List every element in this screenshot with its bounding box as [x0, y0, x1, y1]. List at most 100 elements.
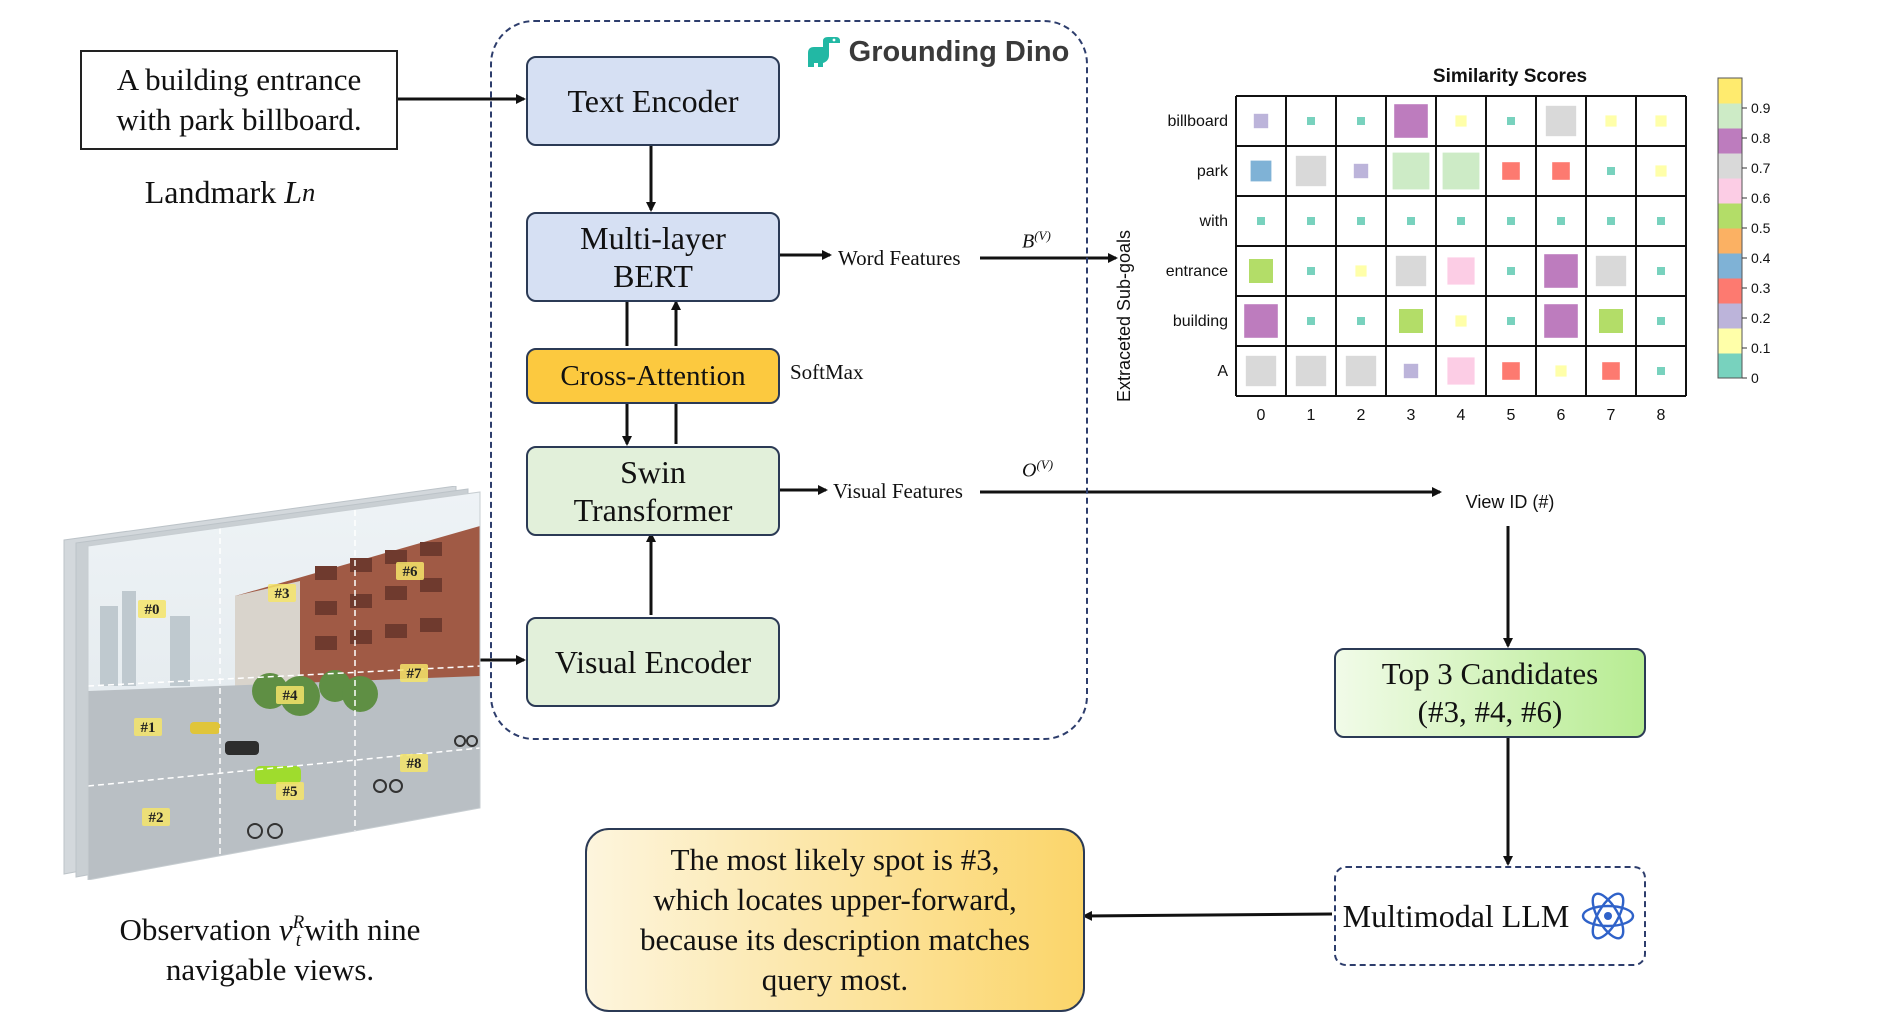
view-tag-label: #4 — [283, 688, 299, 704]
colorbar-segment — [1718, 178, 1742, 204]
dinosaur-icon — [807, 37, 840, 67]
answer-line2: which locates upper-forward, — [653, 882, 1017, 917]
heatmap-cell — [1395, 255, 1427, 287]
landmark-text-line1: A building entrance — [116, 62, 362, 97]
heatmap-cell — [1657, 317, 1665, 325]
colorbar-tick-label: 0.5 — [1751, 220, 1771, 236]
heatmap-cell — [1602, 362, 1620, 380]
y-tick-label: billboard — [1168, 113, 1228, 130]
colorbar-tick-label: 0.1 — [1751, 340, 1771, 356]
multimodal-llm-label: Multimodal LLM — [1342, 897, 1570, 934]
bert-block: Multi-layer BERT — [526, 212, 780, 302]
view-tag-background — [276, 686, 304, 704]
grounding-dino-title: Grounding Dino — [792, 30, 1082, 74]
atom-icon — [1582, 892, 1635, 940]
visual-encoder-label: Visual Encoder — [554, 644, 752, 680]
word-features-symbol: B(V) — [1022, 228, 1051, 254]
colorbar-segment — [1718, 103, 1742, 129]
colorbar-tick-label: 0.3 — [1751, 280, 1771, 296]
heatmap-cell — [1442, 152, 1480, 190]
landmark-text-box: A building entrance with park billboard. — [80, 50, 398, 150]
colorbar-tick-label: 0 — [1751, 370, 1759, 386]
heatmap-cell — [1507, 117, 1515, 125]
heatmap-cell — [1245, 355, 1277, 387]
heatmap-cell — [1655, 165, 1667, 177]
text-encoder-label: Text Encoder — [567, 83, 739, 119]
heatmap-cell — [1607, 167, 1615, 175]
heatmap-cell — [1355, 265, 1367, 277]
heatmap-cell — [1455, 315, 1467, 327]
view-tag-background — [134, 718, 162, 736]
colorbar-segment — [1718, 253, 1742, 279]
x-tick-label: 4 — [1457, 407, 1466, 424]
observation-caption-suffix: with nine — [304, 911, 421, 947]
softmax-label: SoftMax — [790, 360, 864, 384]
answer-line3: because its description matches — [640, 922, 1030, 957]
heatmap-cell — [1307, 217, 1315, 225]
colorbar-segment — [1718, 128, 1742, 154]
view-tag-label: #0 — [145, 602, 160, 618]
view-front-border — [87, 491, 481, 880]
top-candidates-box: Top 3 Candidates (#3, #4, #6) — [1334, 648, 1646, 738]
heatmap-cell — [1307, 267, 1315, 275]
heatmap-cell — [1392, 152, 1430, 190]
view-tag-background — [276, 782, 304, 800]
heatmap-cell — [1244, 304, 1278, 338]
heatmap-cell — [1502, 362, 1520, 380]
colorbar-segment — [1718, 153, 1742, 179]
heatmap-cell — [1457, 217, 1465, 225]
heatmap-cell — [1502, 162, 1520, 180]
landmark-caption-prefix: Landmark — [144, 173, 285, 210]
view-tag-background — [400, 754, 428, 772]
word-features-label: Word Features — [838, 246, 961, 270]
colorbar-segment — [1718, 278, 1742, 304]
heatmap-cell — [1607, 217, 1615, 225]
swin-transformer-block: Swin Transformer — [526, 446, 780, 536]
bert-label-line2: BERT — [613, 258, 693, 294]
y-tick-label: with — [1199, 213, 1228, 230]
view-tag-label: #3 — [275, 586, 290, 602]
heatmap-cell — [1399, 309, 1423, 333]
view-tag-background — [142, 808, 170, 826]
heatmap-cell — [1353, 163, 1369, 179]
x-tick-label: 5 — [1507, 407, 1516, 424]
view-tag-background — [138, 600, 166, 618]
colorbar-segment — [1718, 78, 1742, 104]
heatmap-cell — [1447, 357, 1475, 385]
heatmap-cell — [1307, 117, 1315, 125]
scene-cyclists — [247, 735, 478, 839]
heatmap-cell — [1357, 117, 1365, 125]
view-tag-background — [268, 584, 296, 602]
heatmap-cell — [1544, 304, 1578, 338]
scene-cars — [190, 722, 301, 784]
candidates-line2: (#3, #4, #6) — [1417, 694, 1563, 729]
observation-caption-prefix: Observation — [119, 911, 279, 947]
cross-attention-label: Cross-Attention — [560, 360, 746, 392]
heatmap-cell — [1257, 217, 1265, 225]
colorbar-segment — [1718, 228, 1742, 254]
heatmap-cell — [1595, 255, 1627, 287]
scene-background-buildings — [100, 591, 190, 686]
heatmap-cell — [1295, 355, 1327, 387]
colorbar-tick-label: 0.6 — [1751, 190, 1771, 206]
colorbar-segment — [1718, 203, 1742, 229]
view-tag-label: #2 — [149, 810, 164, 826]
heatmap-cell — [1407, 217, 1415, 225]
heatmap-cell — [1357, 317, 1365, 325]
cross-attention-block: Cross-Attention — [526, 348, 780, 404]
heatmap-cell — [1552, 162, 1570, 180]
colorbar-segment — [1718, 353, 1742, 379]
colorbar-segment — [1718, 303, 1742, 329]
x-tick-label: 8 — [1657, 407, 1666, 424]
x-tick-label: 3 — [1407, 407, 1416, 424]
landmark-text-line2: with park billboard. — [116, 102, 362, 137]
grounding-dino-title-text: Grounding Dino — [848, 35, 1070, 68]
y-tick-label: building — [1173, 313, 1228, 330]
view-tag-label: #7 — [407, 666, 423, 682]
x-tick-label: 7 — [1607, 407, 1616, 424]
word-features-symbol-letter: B — [1022, 230, 1035, 253]
heatmap-cell — [1599, 309, 1623, 333]
